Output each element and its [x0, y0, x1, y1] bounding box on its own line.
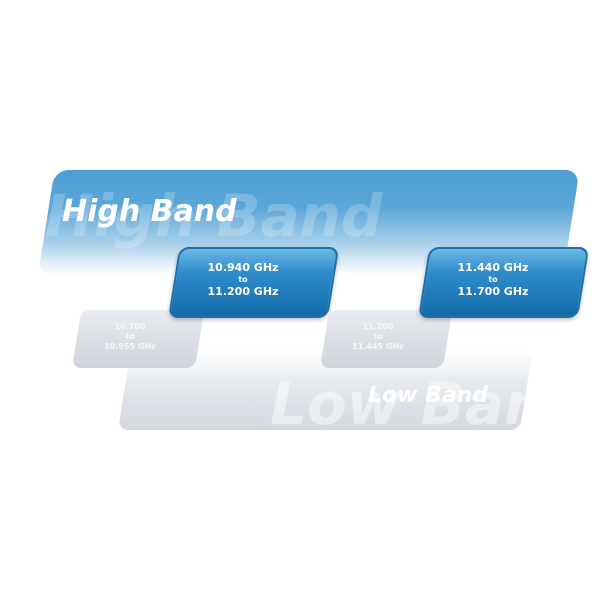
low-band-title: Low Band [368, 383, 489, 408]
low-band-watermark: Low Band [270, 370, 587, 438]
high-band-title: High Band [62, 194, 237, 229]
high-band-watermark: High Band [45, 182, 383, 250]
